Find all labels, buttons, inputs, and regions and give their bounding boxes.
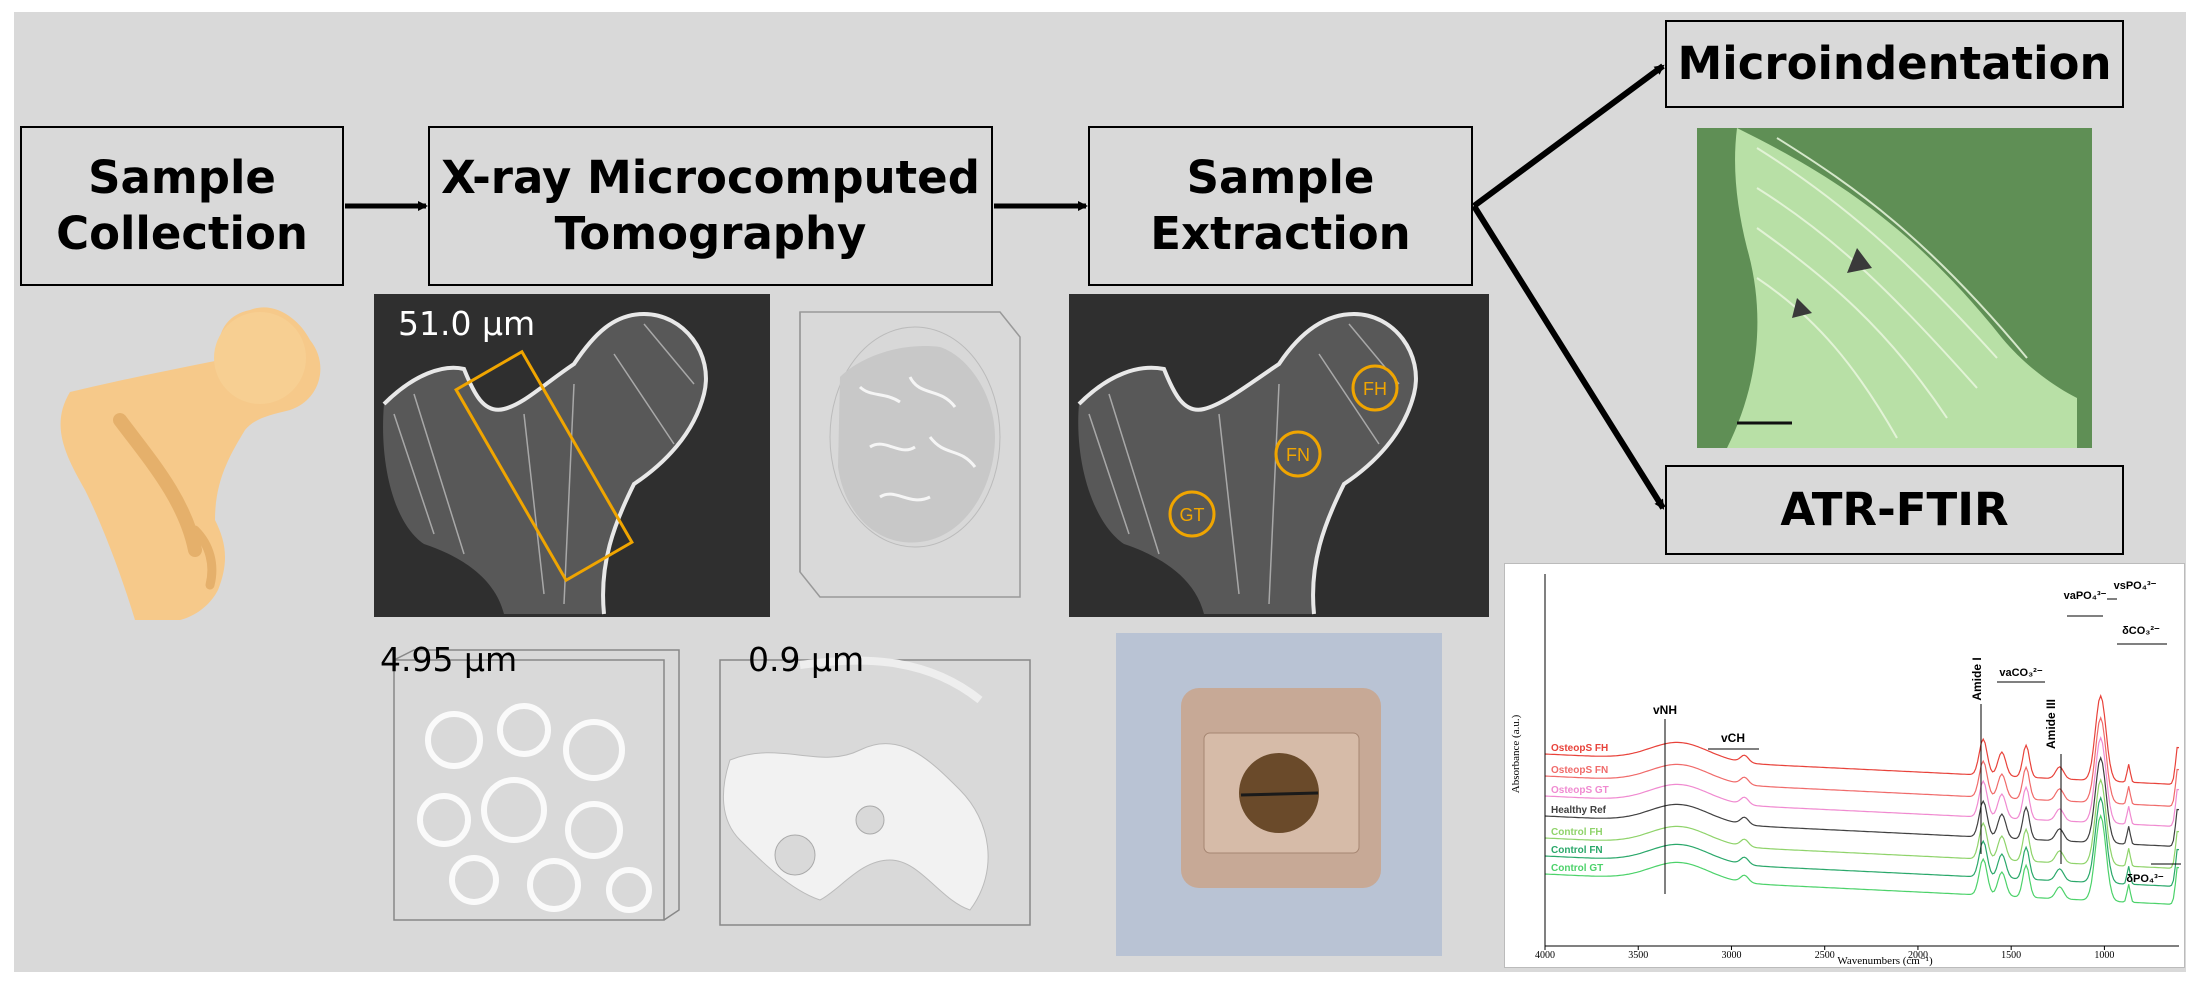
legend-label: Control FN [1551,845,1603,856]
legend-label: Control FH [1551,827,1603,838]
annotation-vch: vCH [1721,731,1745,745]
arrow-to-microindentation [1472,63,1665,209]
series-line-control-gt [1544,814,2180,905]
atr-ftir-box: ATR-FTIR [1665,465,2124,555]
legend-label: OsteopS FH [1551,743,1608,754]
annotation-dpo4: δPO₄³⁻ [2126,873,2163,885]
annotation-dco3: δCO₃²⁻ [2122,625,2160,637]
region-label-fn: FN [1286,445,1310,465]
y-axis-label: Absorbance (a.u.) [1510,714,1522,793]
extraction-femur-scan: FH FN GT [1069,294,1489,617]
annotation-vnh: vNH [1653,703,1677,717]
annotation-amide1: Amide I [1970,657,1984,700]
region-label-gt: GT [1180,505,1205,525]
resolution-label-0.9: 0.9 μm [748,640,865,679]
microct-trabecular-4.95: 4.95 μm [374,640,684,940]
annotation-vaco3: vaCO₃²⁻ [1999,667,2042,679]
microct-femur-scan: 51.0 μm [374,294,770,617]
x-tick-label: 2000 [1908,950,1928,961]
annotation-vapo4: vaPO₄³⁻ [2064,590,2107,602]
microindentation-label: Microindentation [1677,36,2112,90]
series-line-healthy-ref [1544,756,2180,847]
legend-label: OsteopS FN [1551,765,1608,776]
annotation-vspo4: vsPO₄³⁻ [2114,580,2157,592]
atr-ftir-label: ATR-FTIR [1780,482,2009,536]
legend-label: Control GT [1551,863,1603,874]
legend-label: OsteopS GT [1551,785,1609,796]
sample-collection-line2: Collection [56,207,308,260]
x-axis-label: Wavenumbers (cm⁻¹) [1837,955,1933,967]
extracted-sample-photo [1116,633,1442,956]
sample-extraction-line1: Sample [1186,150,1375,204]
x-tick-label: 2500 [1815,950,1835,961]
sample-extraction-line2: Extraction [1150,207,1411,260]
microct-trabecula-0.9: 0.9 μm [700,640,1050,940]
microct-line2: Tomography [554,207,867,260]
microct-cylinder-render [790,297,1027,617]
microct-line1: X-ray Microcomputed [441,150,980,204]
microindentation-box: Microindentation [1665,20,2124,108]
annotation-amide3: Amide III [2044,699,2058,749]
series-line-control-fh [1544,778,2180,869]
sample-collection-box: Sample Collection [20,126,344,286]
series-line-osteops-fn [1544,716,2180,807]
legend-label: Healthy Ref [1551,805,1607,816]
atr-ftir-spectra-chart: 4000 3500 3000 2500 2000 1500 1000 Wavenumbers… [1504,563,2185,968]
x-tick-label: 3500 [1628,950,1648,961]
resolution-label-51: 51.0 μm [398,304,536,343]
femur-illustration [60,307,321,620]
series-line-osteops-fh [1544,694,2180,785]
microct-box: X-ray Microcomputed Tomography [428,126,993,286]
resolution-label-4.95: 4.95 μm [380,640,518,679]
x-tick-label: 4000 [1535,950,1555,961]
microindentation-micrograph [1697,128,2092,448]
x-tick-label: 1500 [2001,950,2021,961]
series-line-control-fn [1544,796,2180,887]
arrow-to-atr-ftir [1471,204,1666,510]
sample-collection-line1: Sample [88,150,276,204]
ftir-plot-svg: 4000 3500 3000 2500 2000 1500 1000 Wavenumbers… [1510,574,2181,967]
region-label-fh: FH [1363,379,1387,399]
sample-extraction-box: Sample Extraction [1088,126,1473,286]
x-tick-label: 3000 [1721,950,1741,961]
x-tick-label: 1000 [2094,950,2114,961]
series-line-osteops-gt [1544,736,2180,827]
